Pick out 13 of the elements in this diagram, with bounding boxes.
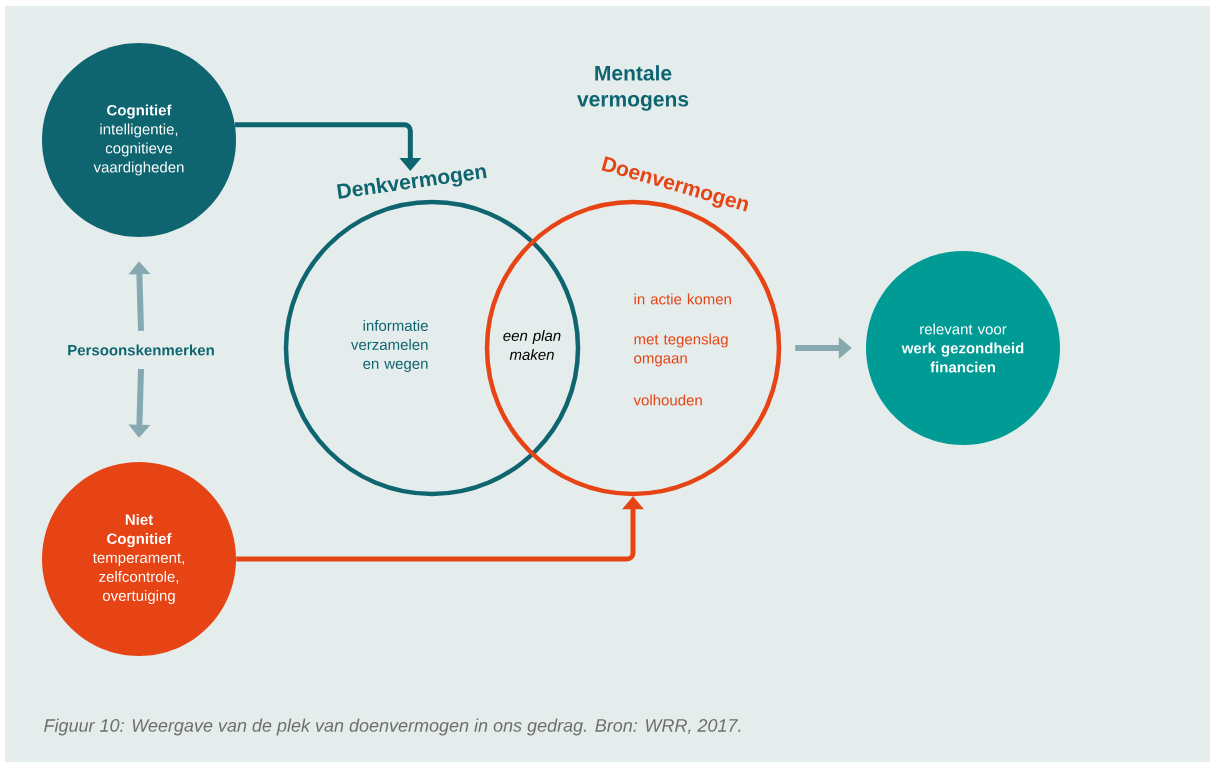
circle-node: Niet Cognitief temperament, zelfcontrole, overtuiging (42, 462, 236, 656)
circle-text: volhouden (633, 394, 702, 406)
overlap-text: een plan maken (503, 330, 561, 360)
circle-text: met tegenslag omgaan (634, 333, 728, 367)
caption: Figuur 10: Weergave van de plek van doenvermogen in ons gedrag. Bron: WRR, 2017. (44, 718, 741, 736)
circle-node: Cognitief intelligentie, cognitieve vaardigheden (42, 43, 236, 237)
arrow (235, 122, 422, 171)
circle-text: informatie verzamelen en wegen (351, 320, 428, 372)
circle-text: in actie komen (634, 293, 731, 305)
circle-node: relevant voor werk gezondheid financien (866, 251, 1060, 445)
group-label: Persoonskenmerken (68, 344, 214, 356)
title: Mentale vermogens (577, 65, 689, 111)
circle-heading: Denkvermogen (337, 167, 487, 199)
